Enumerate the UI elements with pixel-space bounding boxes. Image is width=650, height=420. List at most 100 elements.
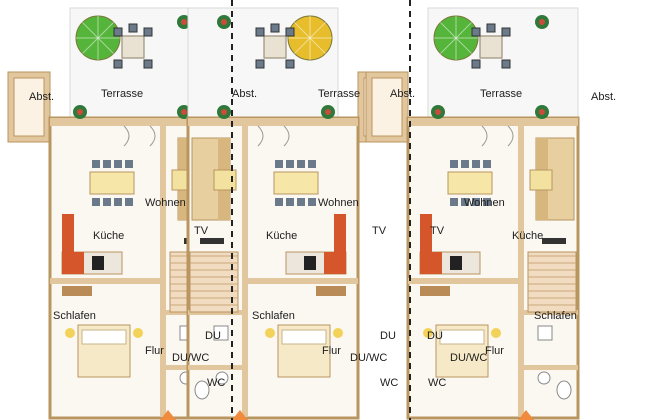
toilet-icon	[194, 380, 210, 400]
kitchen-stove	[420, 252, 442, 274]
dining-chair	[461, 198, 469, 206]
room-label-abst: Abst.	[591, 91, 617, 103]
dining-chair	[450, 160, 458, 168]
coffee-table	[529, 169, 553, 191]
room-label-kueche: Küche	[266, 230, 298, 242]
kitchen-side-counter	[62, 214, 74, 252]
room-label-wohnen: Wohnen	[145, 197, 186, 209]
dining-chair	[483, 160, 491, 168]
room-label-tv: TV	[372, 225, 387, 237]
entrance-arrow	[232, 410, 248, 420]
room-label-du-wc: DU/WC	[350, 352, 388, 364]
patio-chair	[285, 59, 295, 69]
dining-chair	[472, 160, 480, 168]
room-label-terrasse: Terrasse	[318, 88, 361, 100]
patio-chair	[113, 59, 123, 69]
patio-chair	[285, 27, 295, 37]
lamp-icon	[265, 328, 275, 338]
room-label-kueche: Küche	[93, 230, 125, 242]
patio-table	[479, 35, 503, 59]
dining-chair	[114, 160, 122, 168]
terrace-wall	[188, 118, 358, 126]
door-arc	[257, 125, 264, 147]
dining-chair	[472, 198, 480, 206]
room-label-tv: TV	[194, 225, 209, 237]
dining-chair	[286, 160, 294, 168]
room-label-du-wc: DU/WC	[450, 352, 488, 364]
dining-table	[447, 171, 493, 195]
kitchen-side-counter	[334, 214, 346, 252]
inner-wall-vertical	[242, 126, 248, 416]
patio-table	[263, 35, 287, 59]
dining-chair	[103, 160, 111, 168]
shower-icon	[537, 325, 553, 341]
kitchen-side-counter	[420, 214, 432, 252]
patio-chair	[471, 27, 481, 37]
lamp-icon	[65, 328, 75, 338]
patio-chair	[255, 27, 265, 37]
tv-icon	[200, 238, 224, 244]
dining-table	[89, 171, 135, 195]
dining-chair	[114, 198, 122, 206]
lamp-icon	[133, 328, 143, 338]
lamp-icon	[333, 328, 343, 338]
patio-chair	[143, 27, 153, 37]
lamp-icon	[491, 328, 501, 338]
patio-chair	[143, 59, 153, 69]
shower-icon	[213, 325, 229, 341]
room-label-schlafen: Schlafen	[53, 310, 96, 322]
dining-chair	[308, 198, 316, 206]
dining-chair	[308, 160, 316, 168]
dining-chair	[103, 198, 111, 206]
patio-chair	[113, 27, 123, 37]
unit-3	[365, 7, 580, 420]
dining-chair	[450, 198, 458, 206]
door-arc	[283, 125, 290, 147]
room-label-du: DU	[380, 330, 396, 342]
room-label-abst: Abst.	[390, 88, 416, 100]
dining-chair	[483, 198, 491, 206]
terrace-wall	[50, 118, 220, 126]
inner-wall-horizontal	[248, 278, 358, 284]
patio-chair	[128, 23, 138, 33]
room-label-du: DU	[205, 330, 221, 342]
kitchen-oven	[304, 256, 316, 270]
entrance-arrow	[518, 410, 534, 420]
staircase	[527, 251, 577, 313]
dining-table	[273, 171, 319, 195]
room-label-wc: WC	[428, 377, 447, 389]
room-label-terrasse: Terrasse	[480, 88, 523, 100]
dining-chair	[92, 160, 100, 168]
inner-wall-horizontal	[408, 278, 518, 284]
room-label-flur: Flur	[322, 345, 341, 357]
sink-icon	[537, 371, 551, 385]
patio-chair	[255, 59, 265, 69]
room-label-wc: WC	[380, 377, 399, 389]
kitchen-oven	[92, 256, 104, 270]
room-label-kueche: Küche	[512, 230, 544, 242]
unit-dividers	[231, 0, 411, 420]
kitchen-oven	[450, 256, 462, 270]
room-label-terrasse: Terrasse	[101, 88, 144, 100]
dining-chair	[92, 198, 100, 206]
wardrobe	[420, 286, 450, 296]
dining-chair	[275, 198, 283, 206]
kitchen-stove	[62, 252, 84, 274]
room-label-tv: TV	[430, 225, 445, 237]
door-arc	[123, 125, 130, 147]
room-label-schlafen: Schlafen	[252, 310, 295, 322]
patio-table	[121, 35, 145, 59]
wardrobe	[316, 286, 346, 296]
inner-wall-horizontal	[50, 278, 160, 284]
patio-chair	[486, 23, 496, 33]
terrace-wall	[408, 118, 578, 126]
room-label-abst: Abst.	[29, 91, 55, 103]
dining-chair	[297, 160, 305, 168]
dining-chair	[461, 160, 469, 168]
dining-chair	[275, 160, 283, 168]
inner-wall-vertical	[518, 126, 524, 416]
inner-wall-vertical	[160, 126, 166, 416]
dining-chair	[297, 198, 305, 206]
dining-chair	[125, 160, 133, 168]
